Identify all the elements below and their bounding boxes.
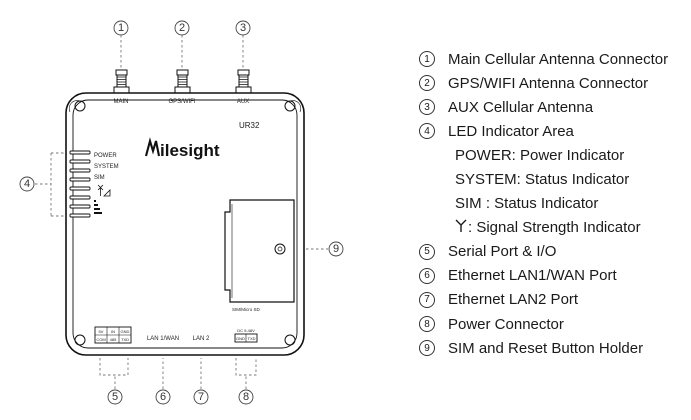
port-label-lan1: LAN 1/WAN (147, 336, 179, 342)
legend-item-8: 8 Power Connector (413, 312, 689, 336)
legend-subitem-signal: : Signal Strength Indicator (413, 216, 689, 240)
svg-text:3: 3 (240, 22, 246, 34)
legend-number: 3 (419, 99, 435, 116)
legend-text: Main Cellular Antenna Connector (448, 50, 669, 68)
led-label-system: SYSTEM (94, 164, 119, 170)
led-label-sim: SIM (94, 175, 105, 181)
svg-text:4: 4 (24, 178, 30, 190)
svg-text:GND: GND (236, 336, 245, 341)
sim-sd-cover (224, 199, 295, 303)
callout-8: 8 (238, 389, 254, 405)
router-diagram: 1 2 3 4 5 6 7 8 9 (19, 20, 344, 405)
legend-item-5: 5 Serial Port & I/O (413, 240, 689, 264)
label-aux: AUX (237, 99, 249, 105)
legend-text: SIM and Reset Button Holder (448, 339, 644, 357)
callout-9: 9 (328, 241, 344, 257)
svg-text:COM: COM (96, 337, 105, 342)
signal-antenna-icon (455, 219, 467, 237)
legend-subitem-power: POWER: Power Indicator (413, 143, 689, 167)
legend-text: AUX Cellular Antenna (448, 98, 594, 116)
svg-text:IN: IN (111, 329, 115, 334)
sd-label: SIM/Micro SD (232, 307, 261, 312)
signal-strength-icon (94, 184, 111, 214)
svg-text:TXD: TXD (121, 337, 129, 342)
legend-text: POWER: Power Indicator (455, 146, 625, 164)
legend-number: 2 (419, 75, 435, 92)
svg-text:7: 7 (198, 391, 204, 403)
svg-text:485: 485 (110, 337, 117, 342)
callout-6: 6 (155, 389, 171, 405)
legend-item-1: 1 Main Cellular Antenna Connector (413, 47, 689, 71)
legend-text: LED Indicator Area (448, 122, 574, 140)
legend-text: Power Connector (448, 315, 564, 333)
label-main: MAIN (114, 99, 129, 105)
legend-item-6: 6 Ethernet LAN1/WAN Port (413, 264, 689, 288)
port-label-lan2: LAN 2 (193, 336, 210, 342)
callout-3: 3 (235, 20, 251, 36)
legend-item-3: 3 AUX Cellular Antenna (413, 95, 689, 119)
model-label: UR32 (239, 121, 260, 130)
legend-text: : Signal Strength Indicator (468, 219, 641, 237)
svg-text:GND: GND (121, 329, 130, 334)
legend-number: 5 (419, 243, 435, 260)
label-gps-wifi: GPS/WIFI (169, 99, 196, 105)
svg-text:5: 5 (112, 391, 118, 403)
legend-number: 4 (419, 123, 435, 140)
antenna-connector-aux (235, 69, 252, 94)
legend-text: GPS/WIFI Antenna Connector (448, 74, 649, 92)
legend: 1 Main Cellular Antenna Connector 2 GPS/… (413, 47, 689, 360)
callout-2: 2 (174, 20, 190, 36)
led-indicator-area (69, 150, 91, 218)
svg-text:6: 6 (160, 391, 166, 403)
svg-text:TXD: TXD (248, 336, 256, 341)
legend-text: Serial Port & I/O (448, 243, 557, 261)
legend-subitem-system: SYSTEM: Status Indicator (413, 167, 689, 191)
svg-text:8: 8 (243, 391, 249, 403)
serial-port: 5V IN GND COM 485 TXD (94, 326, 132, 344)
legend-text: Ethernet LAN1/WAN Port (448, 267, 617, 285)
legend-text: SIM : Status Indicator (455, 195, 599, 213)
legend-number: 7 (419, 291, 435, 308)
svg-text:9: 9 (333, 243, 339, 255)
legend-item-9: 9 SIM and Reset Button Holder (413, 336, 689, 360)
legend-item-4: 4 LED Indicator Area (413, 119, 689, 143)
brand-logo: ilesight (144, 137, 220, 160)
legend-text: SYSTEM: Status Indicator (455, 171, 630, 189)
callout-1: 1 (113, 20, 129, 36)
leader-lines (35, 35, 328, 389)
callout-7: 7 (193, 389, 209, 405)
legend-item-2: 2 GPS/WIFI Antenna Connector (413, 71, 689, 95)
legend-number: 1 (419, 51, 435, 68)
legend-number: 6 (419, 267, 435, 284)
legend-number: 9 (419, 340, 435, 357)
svg-text:5V: 5V (99, 329, 104, 334)
legend-item-7: 7 Ethernet LAN2 Port (413, 288, 689, 312)
callout-4: 4 (19, 176, 35, 192)
legend-subitem-sim: SIM : Status Indicator (413, 192, 689, 216)
power-label: DC 9-48V (237, 328, 255, 333)
svg-text:2: 2 (179, 22, 185, 34)
callout-5: 5 (107, 389, 123, 405)
svg-text:1: 1 (118, 22, 124, 34)
antenna-connector-gps-wifi (174, 69, 191, 94)
led-label-power: POWER (94, 153, 117, 159)
antenna-connector-main (113, 69, 130, 94)
legend-text: Ethernet LAN2 Port (448, 291, 579, 309)
power-connector: GND TXD (234, 333, 258, 343)
legend-number: 8 (419, 316, 435, 333)
svg-text:ilesight: ilesight (160, 141, 220, 160)
